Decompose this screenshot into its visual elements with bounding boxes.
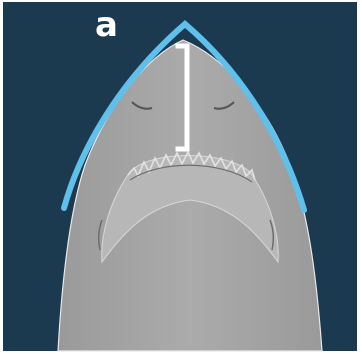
panel-label: a bbox=[95, 8, 118, 42]
